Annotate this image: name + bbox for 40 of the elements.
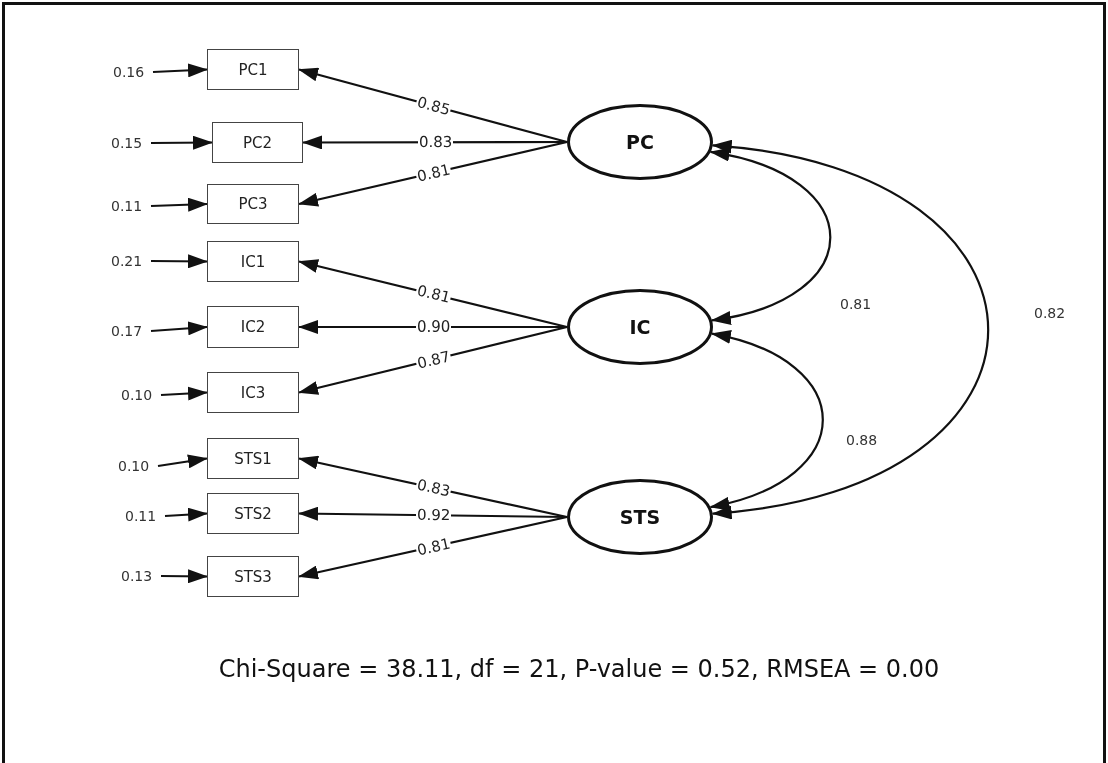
observed-variable-box: STS1 <box>207 438 299 479</box>
observed-variable-box: STS2 <box>207 493 299 534</box>
path-arrow <box>160 386 208 401</box>
error-variance-value: 0.11 <box>111 195 151 217</box>
edge-label: 0.92 <box>415 507 452 524</box>
observed-variable-box: IC2 <box>207 306 299 348</box>
latent-variable-label: PC <box>626 131 654 153</box>
error-variance-value: 0.21 <box>111 250 151 272</box>
error-variance-value: 0.17 <box>111 320 151 342</box>
path-arrow <box>150 321 208 336</box>
fit-statistics-caption: Chi-Square = 38.11, df = 21, P-value = 0.52, RMSEA = 0.00 <box>217 655 941 683</box>
path-arrow <box>164 507 208 522</box>
path-arrow <box>152 63 208 78</box>
correlation-value: 0.81 <box>840 296 872 312</box>
observed-variable-box: IC3 <box>207 372 299 413</box>
covariance-arrow <box>709 331 824 510</box>
error-variance-value: 0.13 <box>121 565 161 587</box>
observed-variable-box: PC1 <box>207 49 299 90</box>
error-variance-value: 0.10 <box>121 384 161 406</box>
observed-variable-box: PC3 <box>207 184 299 224</box>
error-variance-value: 0.10 <box>118 455 158 477</box>
latent-variable-label: IC <box>629 316 651 338</box>
path-arrow <box>157 454 208 469</box>
path-arrow <box>151 135 213 150</box>
correlation-value: 0.82 <box>1034 305 1066 321</box>
observed-variable-box: IC1 <box>207 241 299 282</box>
error-variance-value: 0.15 <box>111 132 151 154</box>
path-arrow <box>150 197 208 212</box>
path-arrow <box>151 254 208 269</box>
path-arrow <box>161 569 208 584</box>
latent-variable-label: STS <box>619 506 661 528</box>
covariance-arrow <box>711 141 989 518</box>
observed-variable-box: PC2 <box>212 122 303 163</box>
error-variance-value: 0.11 <box>125 505 165 527</box>
edge-label: 0.83 <box>418 134 454 151</box>
edge-label: 0.90 <box>416 319 452 335</box>
covariance-arrow <box>709 148 832 324</box>
error-variance-value: 0.16 <box>113 61 153 83</box>
observed-variable-box: STS3 <box>207 556 299 597</box>
correlation-value: 0.88 <box>846 432 878 448</box>
